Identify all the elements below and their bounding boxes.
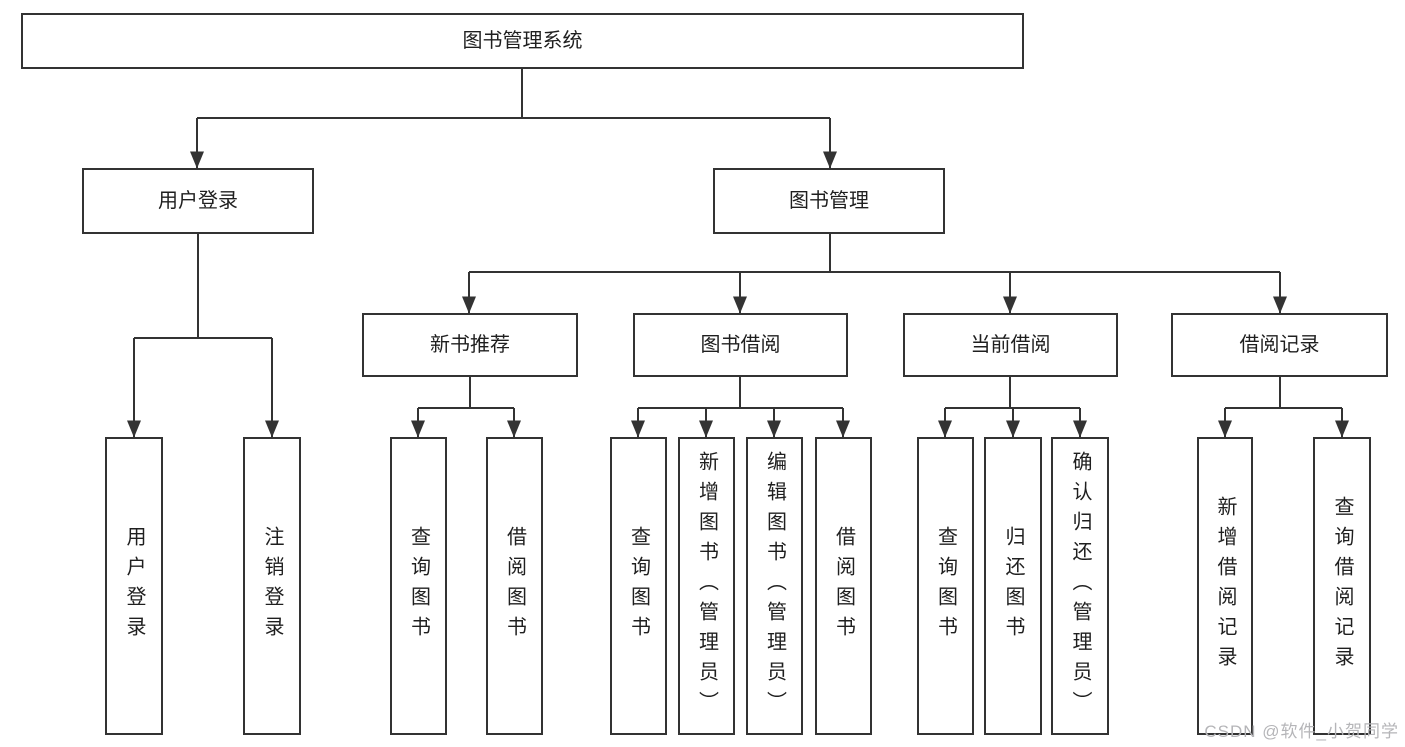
node-user-login-label: 用户登录: [158, 190, 238, 212]
leaf-recommend-borrow-book: 借阅图书: [486, 437, 543, 735]
node-borrow-record-label: 借阅记录: [1239, 334, 1320, 356]
node-book-borrow: 图书借阅: [633, 313, 848, 377]
node-new-book-recommend: 新书推荐: [362, 313, 578, 377]
leaf-borrow-book-label: 借阅图书: [832, 526, 855, 646]
leaf-add-book-admin-label: 新增图书（管理员）: [695, 451, 718, 721]
leaf-confirm-return-admin: 确认归还（管理员）: [1051, 437, 1109, 735]
node-current-borrow-label: 当前借阅: [970, 334, 1051, 356]
leaf-current-query-book: 查询图书: [917, 437, 974, 735]
leaf-logout-label: 注销登录: [261, 526, 283, 646]
leaf-query-borrow-record-label: 查询借阅记录: [1331, 496, 1353, 676]
leaf-return-book-label: 归还图书: [1002, 526, 1024, 646]
leaf-borrow-query-book-label: 查询图书: [627, 526, 650, 646]
csdn-watermark: CSDN @软件_小贺同学: [1204, 722, 1399, 741]
leaf-edit-book-admin-label: 编辑图书（管理员）: [763, 451, 786, 721]
node-book-management-label: 图书管理: [789, 190, 869, 212]
leaf-borrow-book: 借阅图书: [815, 437, 872, 735]
node-root: 图书管理系统: [21, 13, 1024, 69]
leaf-recommend-borrow-book-label: 借阅图书: [503, 526, 526, 646]
leaf-user-login: 用户登录: [105, 437, 163, 735]
leaf-current-query-book-label: 查询图书: [934, 526, 957, 646]
leaf-return-book: 归还图书: [984, 437, 1042, 735]
node-user-login: 用户登录: [82, 168, 314, 234]
leaf-query-borrow-record: 查询借阅记录: [1313, 437, 1371, 735]
leaf-borrow-query-book: 查询图书: [610, 437, 667, 735]
leaf-add-book-admin: 新增图书（管理员）: [678, 437, 735, 735]
leaf-logout: 注销登录: [243, 437, 301, 735]
leaf-add-borrow-record: 新增借阅记录: [1197, 437, 1253, 735]
node-book-management: 图书管理: [713, 168, 945, 234]
node-book-borrow-label: 图书借阅: [700, 334, 781, 356]
node-current-borrow: 当前借阅: [903, 313, 1118, 377]
node-root-label: 图书管理系统: [462, 30, 583, 52]
leaf-recommend-query-book: 查询图书: [390, 437, 447, 735]
leaf-user-login-label: 用户登录: [123, 526, 145, 646]
leaf-edit-book-admin: 编辑图书（管理员）: [746, 437, 803, 735]
node-borrow-record: 借阅记录: [1171, 313, 1388, 377]
leaf-confirm-return-admin-label: 确认归还（管理员）: [1069, 451, 1091, 721]
leaf-add-borrow-record-label: 新增借阅记录: [1214, 496, 1236, 676]
leaf-recommend-query-book-label: 查询图书: [407, 526, 430, 646]
node-new-book-recommend-label: 新书推荐: [430, 334, 510, 356]
